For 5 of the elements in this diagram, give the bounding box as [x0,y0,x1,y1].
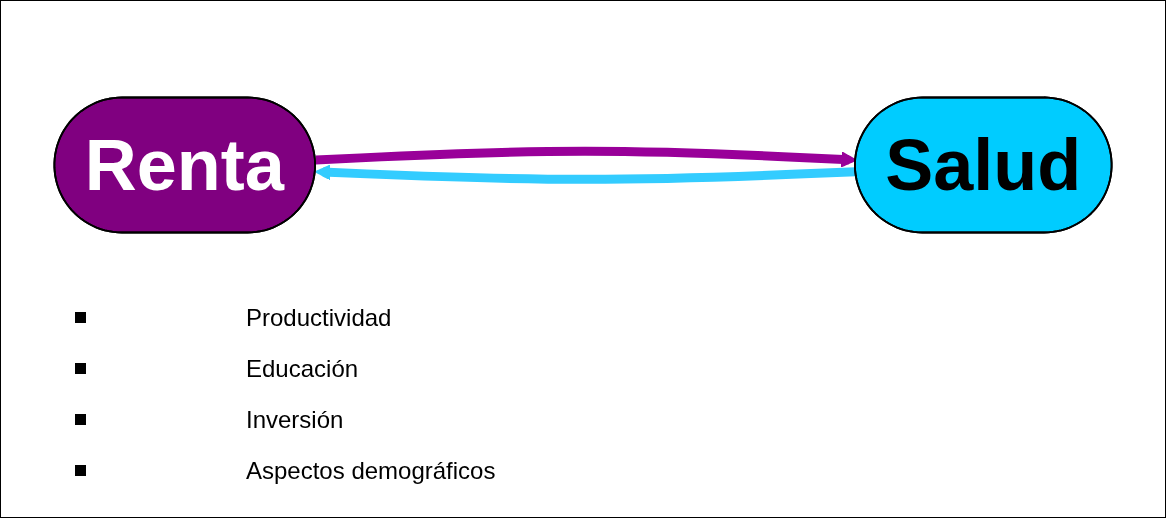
arrow [315,164,857,184]
list-item-text: Productividad [246,303,392,332]
list-item-text: Aspectos demográficos [246,456,496,485]
list-item-text: Inversión [246,405,344,434]
list-item-text: Educación [246,354,359,383]
